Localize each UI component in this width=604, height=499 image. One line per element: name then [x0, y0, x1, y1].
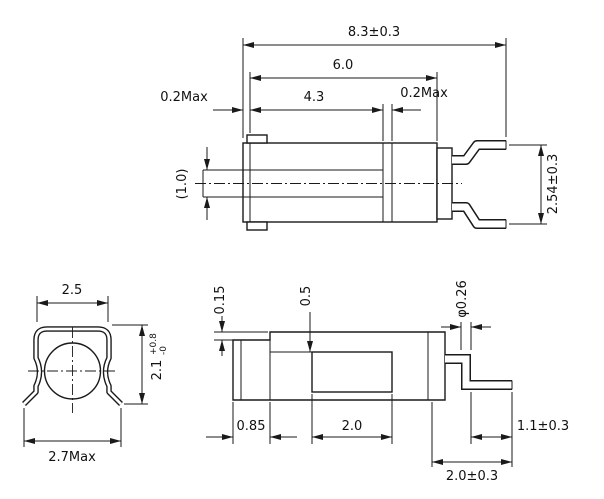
side-view: 8.3±0.3 6.0 4.3 0.2Max 0.2Max: [160, 25, 561, 231]
dim-body-width: 6.0: [249, 58, 438, 141]
bottom-body: [232, 331, 446, 401]
dim-end-offset-label: 0.85: [237, 419, 266, 434]
dim-lead-bend: 1.1±0.3: [470, 392, 569, 467]
dim-height-tol-upper: +0.8: [149, 333, 159, 355]
end-view: 2.5 2.7Max 2.1 +0.8 -0: [22, 283, 169, 465]
side-tab-top: [246, 134, 268, 144]
dim-window-length-label: 2.0: [342, 419, 363, 434]
dim-recess-depth: 0.5: [299, 286, 314, 352]
bottom-lead: [445, 354, 512, 390]
dim-inner-width: 4.3: [250, 90, 384, 141]
dim-wall-right-label: 0.2Max: [400, 86, 448, 101]
dim-edge-step: 0.15: [213, 286, 268, 356]
dim-wall-left-label: 0.2Max: [160, 90, 208, 105]
dim-window-length: 2.0: [311, 394, 393, 444]
dim-wall-right: 0.2Max: [391, 86, 448, 141]
dim-lead-projection: 2.0±0.3: [431, 402, 512, 484]
dim-height-tol-lower: -0: [159, 346, 169, 355]
dim-height-label: 2.1: [150, 360, 165, 381]
dim-width-bottom: 2.7Max: [23, 408, 122, 465]
side-tab-bottom: [246, 221, 268, 231]
dim-lead-diameter: φ0.26: [441, 280, 491, 350]
dim-height: 2.1 +0.8 -0: [112, 324, 169, 405]
dim-lead-diameter-label: φ0.26: [455, 280, 470, 318]
dim-wall-left: 0.2Max: [160, 90, 243, 113]
dim-terminal: (1.0): [175, 147, 210, 220]
dim-width-top-label: 2.5: [62, 283, 83, 298]
dim-pitch-label: 2.54±0.3: [546, 154, 561, 215]
side-body: [242, 142, 438, 223]
dim-overall-label: 8.3±0.3: [348, 25, 400, 40]
bottom-window: [311, 351, 393, 393]
dim-end-offset: 0.85: [206, 402, 297, 444]
dim-pitch: 2.54±0.3: [509, 144, 561, 225]
dim-recess-depth-label: 0.5: [299, 286, 314, 307]
dim-terminal-label: (1.0): [175, 169, 190, 200]
dim-width-top: 2.5: [36, 283, 109, 322]
dim-inner-width-label: 4.3: [304, 90, 325, 105]
dim-edge-step-label: 0.15: [213, 286, 228, 315]
dim-lead-projection-label: 2.0±0.3: [446, 469, 498, 484]
bottom-view: 0.15 0.5 φ0.26 0.85 2.0: [206, 280, 569, 484]
dim-body-width-label: 6.0: [333, 58, 354, 73]
dim-lead-bend-label: 1.1±0.3: [517, 419, 569, 434]
dim-width-bottom-label: 2.7Max: [48, 450, 96, 465]
dim-overall: 8.3±0.3: [242, 25, 507, 138]
